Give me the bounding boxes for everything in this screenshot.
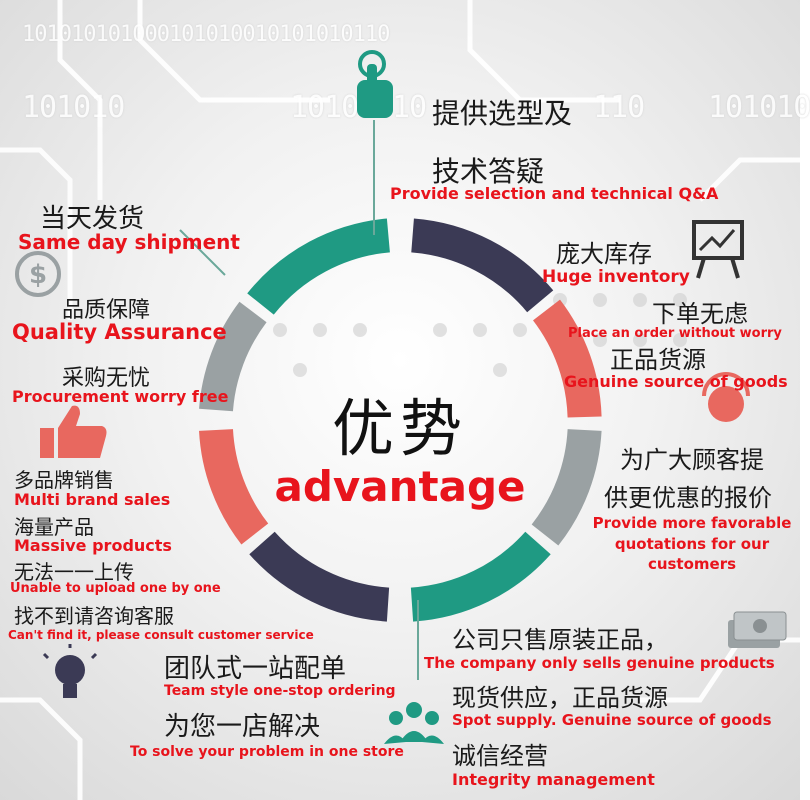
quality-label-zh: 品质保障: [62, 298, 151, 323]
store-label-zh: 为您一店解决: [164, 712, 321, 742]
inventory-label-zh: 庞大库存: [556, 240, 652, 268]
headset-icon: [702, 372, 750, 422]
genuine-label-zh: 正品货源: [610, 346, 706, 374]
quote-label-en-3: customers: [647, 555, 737, 573]
company-label-en: The company only sells genuine products: [424, 654, 775, 672]
ring-segment-teal-top: [247, 218, 391, 315]
multibrand-label-en: Multi brand sales: [14, 490, 171, 509]
procure-label-zh: 采购无忧: [62, 366, 151, 391]
selection-label-zh-2: 技术答疑: [432, 155, 545, 188]
integrity-label-zh: 诚信经营: [452, 742, 548, 770]
advantage-ring: [199, 218, 602, 622]
store-label-en: To solve your problem in one store: [130, 744, 404, 760]
pointer-hand-icon: [357, 50, 393, 118]
sameday-label-en: Same day shipment: [18, 230, 240, 254]
massive-label-en: Massive products: [14, 536, 172, 555]
ring-segment-salmon-left: [199, 428, 269, 545]
binary-text-top: 101010101000101010010101010110: [22, 22, 390, 47]
consult-label-zh: 找不到请咨询客服: [14, 604, 174, 628]
selection-label-en: Provide selection and technical Q&A: [390, 184, 719, 203]
selection-label-zh-1: 提供选型及: [432, 97, 573, 130]
ring-segment-gray-right: [531, 428, 602, 546]
lightbulb-icon: [42, 644, 98, 698]
genuine-label-en: Genuine source of goods: [564, 372, 788, 391]
center-title-en: advantage: [274, 462, 526, 511]
upload-label-en: Unable to upload one by one: [10, 581, 221, 596]
quote-label-zh-2: 供更优惠的报价: [604, 484, 772, 512]
company-label-zh: 公司只售原装正品，: [452, 626, 668, 654]
consult-label-en: Can't find it, please consult customer s…: [8, 628, 314, 642]
halftone-dots: [273, 293, 687, 377]
thumbs-up-icon: [40, 405, 107, 458]
ring-segment-navy-bottom: [249, 531, 390, 622]
binary-text-mid2: 10: [392, 90, 427, 125]
massive-label-zh: 海量产品: [14, 515, 94, 539]
multibrand-label-zh: 多品牌销售: [14, 468, 114, 492]
spot-label-zh: 现货供应，正品货源: [452, 684, 668, 712]
sameday-label-zh: 当天发货: [40, 204, 145, 234]
ring-segment-salmon-right: [532, 299, 602, 418]
ring-segment-navy-top-right: [410, 218, 554, 313]
inventory-label-en: Huge inventory: [542, 267, 690, 287]
binary-text-left: 101010: [22, 90, 125, 125]
quote-label-en-1: Provide more favorable: [592, 514, 792, 532]
order-label-en: Place an order without worry: [568, 326, 782, 341]
upload-label-zh: 无法一一上传: [14, 560, 134, 584]
binary-text-right-mid: 110: [593, 90, 645, 125]
ring-segment-gray-left: [199, 301, 267, 412]
quality-label-en: Quality Assurance: [12, 320, 227, 344]
team-label-zh: 团队式一站配单: [164, 654, 347, 684]
dollar-icon: $: [15, 251, 61, 297]
svg-text:$: $: [29, 260, 47, 290]
cash-icon: [728, 611, 787, 648]
spot-label-en: Spot supply. Genuine source of goods: [452, 711, 772, 729]
quote-label-zh-1: 为广大顾客提: [620, 446, 764, 474]
team-icon: [384, 702, 444, 744]
chart-board-icon: [692, 220, 744, 279]
order-label-zh: 下单无虑: [652, 300, 748, 328]
connector-lines: [179, 120, 419, 680]
center-title-zh: 优势: [331, 392, 468, 465]
quote-label-en-2: quotations for our: [614, 535, 770, 553]
procure-label-en: Procurement worry free: [12, 387, 229, 406]
integrity-label-en: Integrity management: [452, 770, 655, 789]
team-label-en: Team style one-stop ordering: [164, 683, 396, 699]
binary-text-right: 101010: [708, 90, 810, 125]
ring-segment-teal-bottom: [410, 531, 551, 622]
